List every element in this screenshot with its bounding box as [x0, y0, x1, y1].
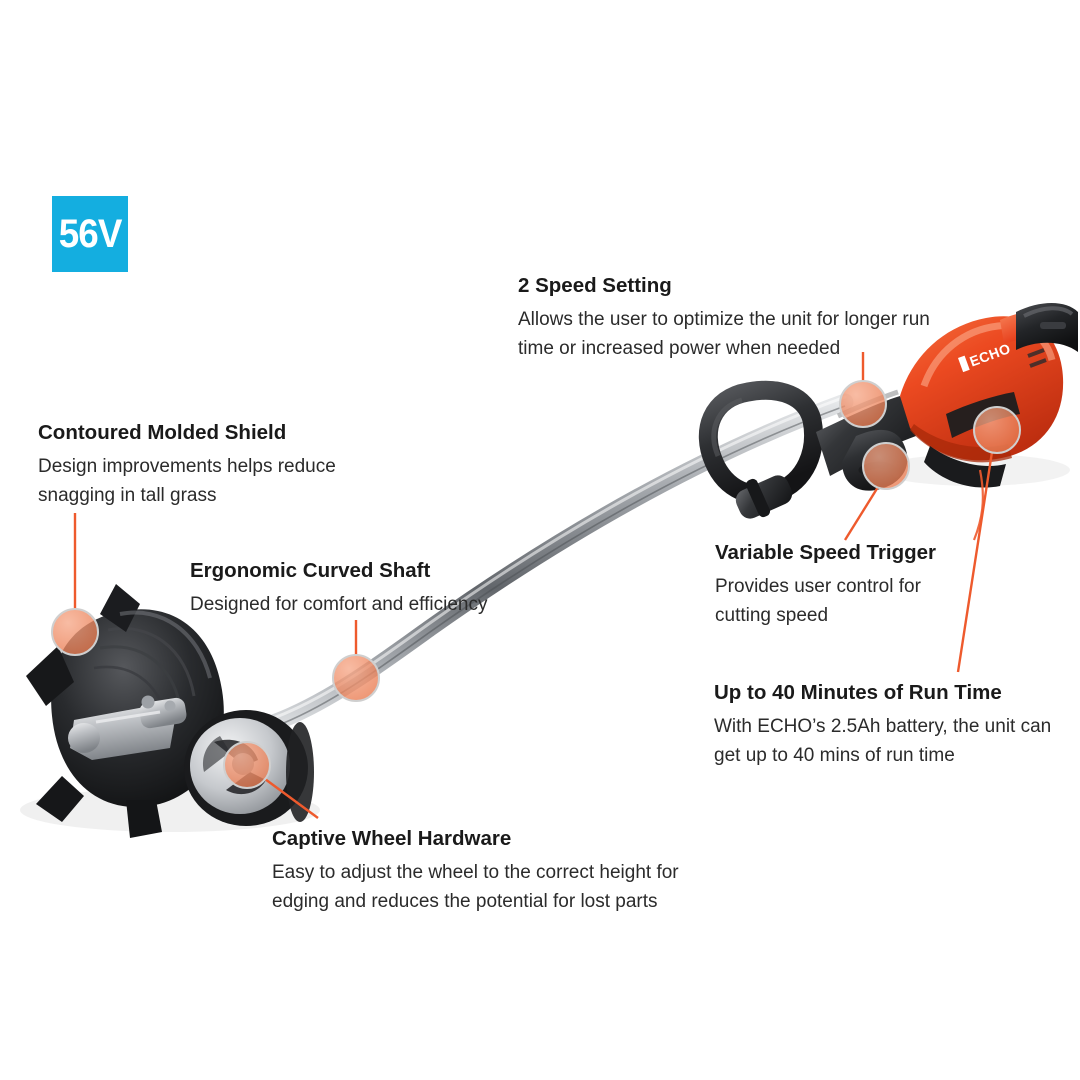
marker-run-time — [973, 406, 1021, 454]
callout-two-speed-setting: 2 Speed Setting Allows the user to optim… — [518, 273, 930, 364]
loop-handle — [698, 380, 823, 519]
voltage-badge-label: 56V — [58, 212, 123, 256]
handle-clamp — [735, 475, 793, 519]
callout-title: 2 Speed Setting — [518, 274, 672, 297]
callout-body-line: edging and reduces the potential for los… — [272, 891, 658, 913]
marker-two-speed-setting — [839, 380, 887, 428]
marker-molded-shield — [51, 608, 99, 656]
callout-body-line: With ECHO’s 2.5Ah battery, the unit can — [714, 715, 1052, 737]
callout-title: Up to 40 Minutes of Run Time — [714, 681, 1002, 704]
callout-body: Allows the user to optimize the unit for… — [518, 305, 930, 364]
callout-body-line: Designed for comfort and efficiency — [190, 593, 488, 615]
callout-body-line: snagging in tall grass — [38, 485, 217, 507]
callout-contoured-molded-shield: Contoured Molded Shield Design improveme… — [38, 420, 336, 511]
motor-neck — [816, 389, 916, 491]
callout-body-line: get up to 40 mins of run time — [714, 745, 955, 767]
marker-curved-shaft — [332, 654, 380, 702]
callout-body-line: Design improvements helps reduce — [38, 455, 336, 477]
callout-body-line: time or increased power when needed — [518, 338, 841, 360]
callout-captive-wheel-hardware: Captive Wheel Hardware Easy to adjust th… — [272, 826, 679, 917]
callout-body: Design improvements helps reduce snaggin… — [38, 452, 336, 511]
voltage-badge: 56V — [52, 196, 128, 272]
callout-variable-speed-trigger: Variable Speed Trigger Provides user con… — [715, 540, 936, 631]
callout-body-line: cutting speed — [715, 605, 829, 627]
leader-variable-speed-trigger — [843, 486, 880, 541]
battery-pack — [1016, 303, 1078, 352]
callout-body-line: Easy to adjust the wheel to the correct … — [272, 861, 679, 883]
callout-title: Captive Wheel Hardware — [272, 827, 512, 850]
leader-run-time — [956, 451, 994, 673]
guide-wheel — [184, 710, 314, 826]
battery-foot — [924, 446, 1006, 488]
callout-body-line: Provides user control for — [715, 575, 921, 597]
gearbox-housing — [68, 695, 187, 760]
callout-ergonomic-curved-shaft: Ergonomic Curved Shaft Designed for comf… — [190, 558, 487, 619]
callout-body: Easy to adjust the wheel to the correct … — [272, 858, 679, 917]
trimmer-line — [972, 469, 984, 541]
callout-body-line: Allows the user to optimize the unit for… — [518, 308, 930, 330]
leader-captive-wheel — [264, 778, 319, 819]
echo-logo: ECHO — [958, 340, 1013, 373]
spec-label — [946, 392, 1020, 438]
callout-title: Contoured Molded Shield — [38, 421, 287, 444]
marker-captive-wheel — [223, 741, 271, 789]
marker-variable-speed-trigger — [862, 442, 910, 490]
svg-text:ECHO: ECHO — [967, 340, 1012, 370]
callout-body: Designed for comfort and efficiency — [190, 590, 487, 619]
molded-shield — [26, 584, 224, 838]
callout-title: Variable Speed Trigger — [715, 541, 937, 564]
callout-body: Provides user control for cutting speed — [715, 572, 936, 631]
trigger-block — [842, 429, 908, 491]
callout-up-to-40-minutes-run-time: Up to 40 Minutes of Run Time With ECHO’s… — [714, 680, 1051, 771]
callout-body: With ECHO’s 2.5Ah battery, the unit can … — [714, 712, 1051, 771]
callout-title: Ergonomic Curved Shaft — [190, 559, 431, 582]
